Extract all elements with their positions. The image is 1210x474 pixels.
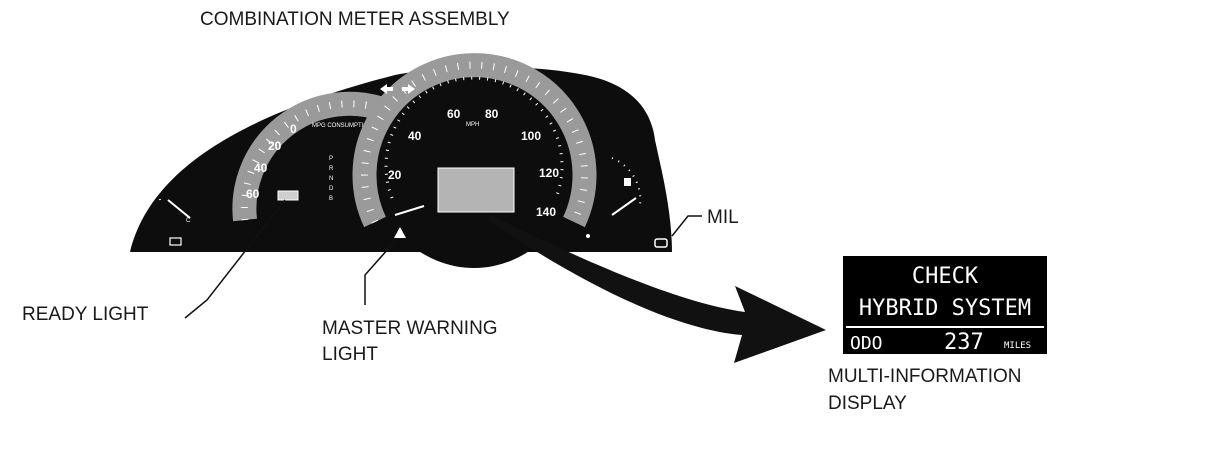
shift-n: N: [329, 176, 333, 182]
mid-label-line1: MULTI-INFORMATION: [828, 366, 1022, 387]
mid-line-check: CHECK: [912, 264, 979, 289]
temperature-needle: [167, 199, 191, 219]
battery-icon: [169, 237, 182, 246]
mid-odo-unit: MILES: [1004, 341, 1031, 351]
center-display-screen: [437, 167, 515, 213]
master-warning-label-line2: LIGHT: [322, 344, 378, 365]
speed-needle: [394, 205, 425, 216]
ready-light-indicator: [277, 190, 299, 201]
mpg-gauge: 0 20 40 60 MPG CONSUMPTION: [232, 91, 390, 222]
mpg-scale-60: 60: [246, 187, 260, 201]
right-turn-signal-icon: [402, 84, 415, 94]
ready-light-label: READY LIGHT: [22, 304, 149, 325]
mid-odo-value: 237: [944, 330, 984, 355]
speed-scale-20: 20: [388, 168, 402, 182]
speed-scale-40: 40: [408, 129, 422, 143]
speed-scale-100: 100: [521, 129, 541, 143]
left-turn-signal-icon: [380, 84, 393, 94]
shift-indicator: P R N D B: [329, 156, 334, 202]
mpg-scale-0: 0: [290, 122, 297, 136]
temp-cold: C: [186, 218, 191, 224]
master-warning-leader: [364, 239, 397, 305]
mid-odo-label: ODO: [850, 333, 883, 354]
mil-leader: [671, 215, 702, 237]
fuel-pump-icon: [624, 178, 631, 186]
speedometer: 20 40 60 80 100 120 140 MPH: [352, 53, 597, 268]
mid-label-line2: DISPLAY: [828, 393, 907, 414]
speed-caption: MPH: [466, 122, 479, 128]
speed-scale-80: 80: [485, 107, 499, 121]
fuel-gauge: [586, 157, 642, 238]
fuel-needle: [611, 197, 637, 216]
multi-information-display: CHECK HYBRID SYSTEM ODO 237 MILES: [843, 256, 1047, 355]
shift-d: D: [329, 186, 334, 192]
speed-scale-120: 120: [539, 166, 559, 180]
master-warning-icon: [394, 227, 406, 238]
speed-scale-140: 140: [536, 205, 556, 219]
shift-r: R: [329, 166, 334, 172]
mpg-caption: MPG CONSUMPTION: [312, 123, 372, 129]
indicator-dot: [586, 234, 590, 238]
temperature-gauge: H C: [158, 154, 191, 246]
mil-label: MIL: [707, 207, 739, 228]
ready-light-leader: [184, 199, 286, 319]
mid-line-hybrid-system: HYBRID SYSTEM: [859, 296, 1031, 321]
assembly-title: COMBINATION METER ASSEMBLY: [200, 9, 510, 30]
mil-indicator-icon: [654, 238, 668, 248]
master-warning-label-line1: MASTER WARNING: [322, 318, 498, 339]
mpg-scale-40: 40: [254, 161, 268, 175]
shift-b: B: [329, 196, 333, 202]
temp-hot: H: [185, 156, 189, 162]
shift-p: P: [329, 156, 333, 162]
mpg-scale-20: 20: [268, 139, 282, 153]
speed-scale-60: 60: [447, 107, 461, 121]
mid-pointer-arrow: [488, 214, 826, 363]
